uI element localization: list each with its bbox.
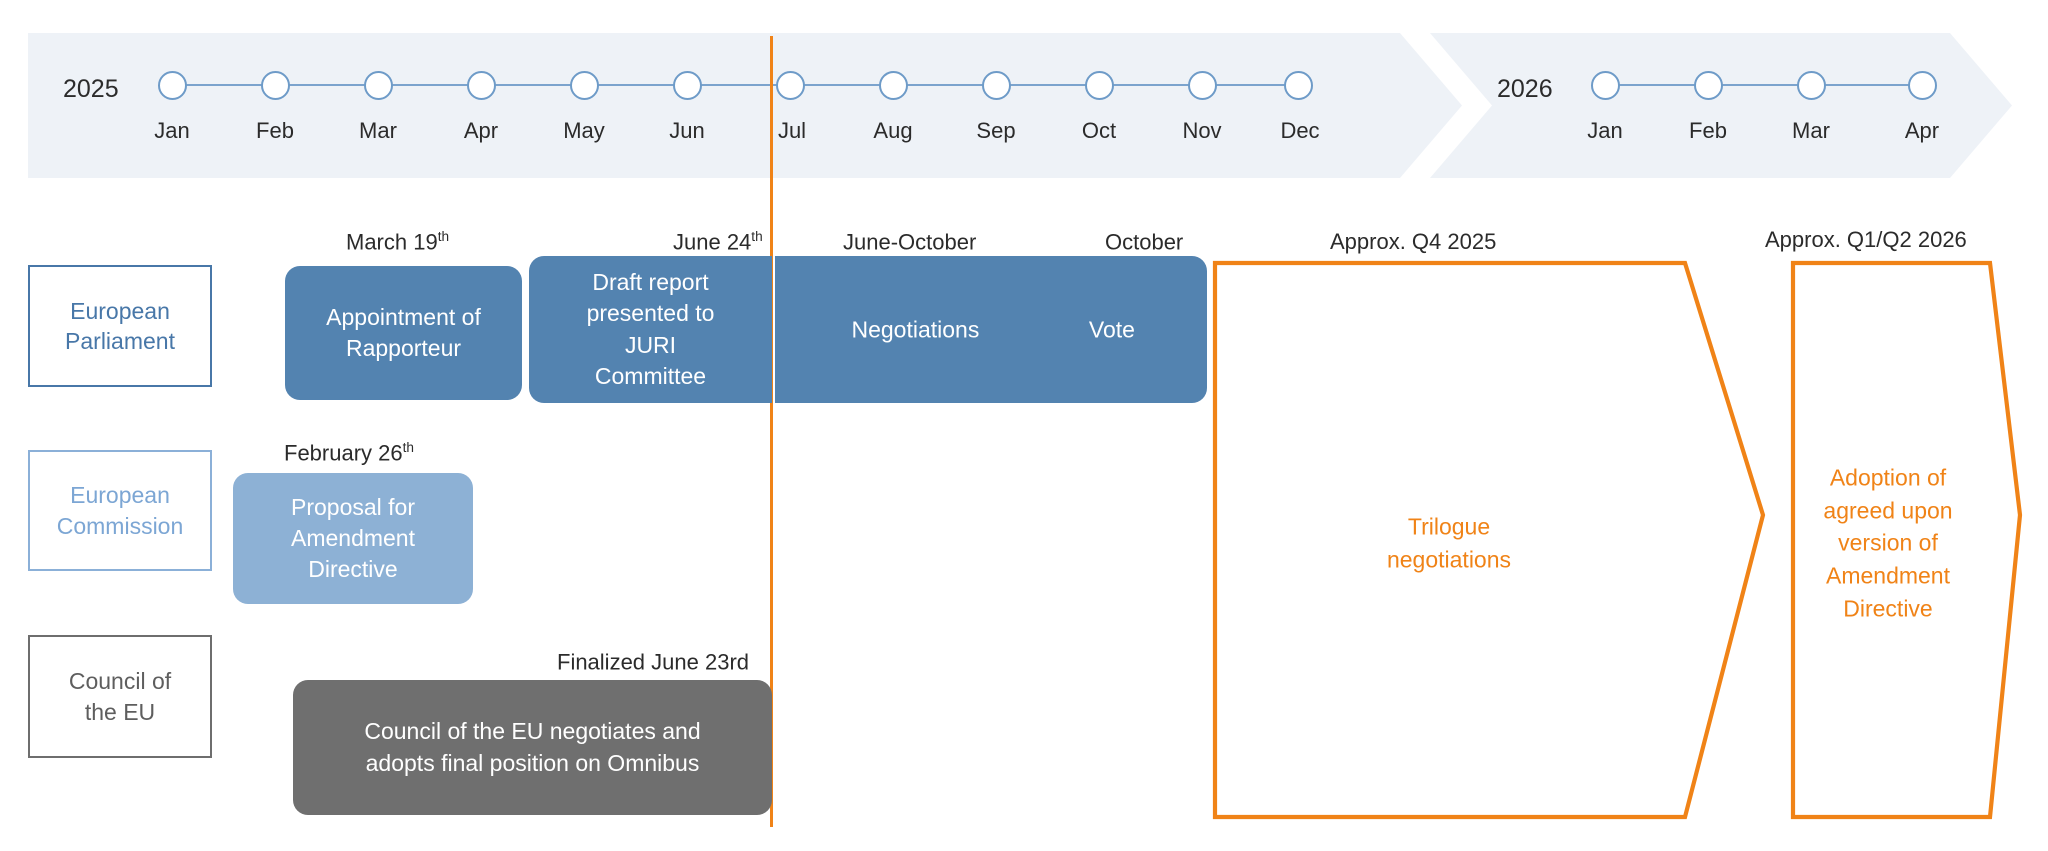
bar-appointment-of-rapporteur[interactable]: Appointment of Rapporteur: [285, 266, 522, 400]
month-dot-jan-2025[interactable]: [158, 71, 187, 100]
month-label-jan-2025: Jan: [154, 118, 190, 143]
month-connector-2026: [1605, 84, 1922, 87]
caption-text: June-October: [843, 229, 977, 255]
month-dot-apr-2026[interactable]: [1908, 71, 1937, 100]
month-label-apr-2026: Apr: [1904, 118, 1940, 143]
role-label-council-of-the-eu: Council of the EU: [68, 668, 172, 725]
month-dot-feb-2025[interactable]: [261, 71, 290, 100]
month-dot-nov-2025[interactable]: [1188, 71, 1217, 100]
current-date-marker-line: [770, 36, 774, 827]
month-dot-apr-2025[interactable]: [467, 71, 496, 100]
month-label-mar-2026: Mar: [1792, 118, 1830, 143]
month-dot-mar-2026[interactable]: [1797, 71, 1826, 100]
month-label-jul-2025: Jul: [777, 118, 807, 143]
month-dot-jan-2026[interactable]: [1591, 71, 1620, 100]
month-label-jun-2025: Jun: [669, 118, 705, 143]
bar-label-negotiations: Negotiations: [851, 315, 980, 342]
month-label-oct-2025: Oct: [1081, 118, 1117, 143]
month-label-may-2025: May: [563, 118, 605, 143]
bar-council-final-position[interactable]: Council of the EU negotiates and adopts …: [293, 680, 772, 815]
month-label-dec-2025: Dec: [1280, 118, 1320, 143]
phase-label-adoption-amendment-directive: Adoption of agreed upon version of Amend…: [1823, 464, 1953, 621]
role-box-european-parliament: European Parliament: [28, 265, 212, 387]
month-label-apr-2025: Apr: [463, 118, 499, 143]
caption-negotiations: June-October: [843, 229, 976, 255]
role-label-european-parliament: European Parliament: [65, 297, 175, 354]
year-label-2026: 2026: [1497, 75, 1553, 103]
caption-adoption-amendment-directive: Approx. Q1/Q2 2026: [1765, 227, 1967, 253]
month-connector-2025: [172, 84, 1298, 87]
caption-ordinal-suffix: th: [437, 229, 450, 244]
caption-vote: October: [1105, 229, 1183, 255]
caption-proposal-amendment-directive: February 26th: [284, 440, 414, 466]
caption-council-final-position: Finalized June 23rd: [557, 649, 749, 675]
bar-negotiations-and-vote[interactable]: Negotiations Vote: [775, 256, 1207, 403]
month-label-feb-2025: Feb: [256, 118, 294, 143]
month-dot-jul-2025[interactable]: [776, 71, 805, 100]
month-label-nov-2025: Nov: [1182, 118, 1222, 143]
caption-ordinal-suffix: th: [751, 229, 763, 244]
month-dot-feb-2026[interactable]: [1694, 71, 1723, 100]
caption-text: Approx. Q1/Q2 2026: [1765, 227, 1967, 252]
bar-draft-report-juri[interactable]: Draft report presented to JURI Committee: [529, 256, 772, 403]
month-dot-mar-2025[interactable]: [364, 71, 393, 100]
role-label-european-commission: European Commission: [56, 482, 184, 539]
month-dot-may-2025[interactable]: [570, 71, 599, 100]
month-label-feb-2026: Feb: [1689, 118, 1727, 143]
caption-ordinal-suffix: th: [402, 440, 414, 455]
caption-text: February 26: [284, 440, 403, 466]
month-label-aug-2025: Aug: [873, 118, 913, 143]
bar-label-vote: Vote: [1088, 315, 1135, 342]
caption-appointment-of-rapporteur: March 19th: [346, 229, 449, 255]
bar-label: Appointment of Rapporteur: [326, 303, 481, 361]
bar-proposal-amendment-directive[interactable]: Proposal for Amendment Directive: [233, 473, 473, 604]
bar-label: Draft report presented to JURI Committee: [586, 269, 715, 389]
month-dot-oct-2025[interactable]: [1085, 71, 1114, 100]
month-label-jan-2026: Jan: [1587, 118, 1623, 143]
role-box-council-of-the-eu: Council of the EU: [28, 635, 212, 758]
caption-text: Approx. Q4 2025: [1330, 229, 1497, 254]
caption-text: June 24: [673, 229, 752, 255]
role-box-european-commission: European Commission: [28, 450, 212, 571]
bar-label: Council of the EU negotiates and adopts …: [364, 718, 701, 776]
caption-trilogue-negotiations: Approx. Q4 2025: [1330, 229, 1496, 255]
month-label-mar-2025: Mar: [359, 118, 397, 143]
month-dot-sep-2025[interactable]: [982, 71, 1011, 100]
month-dot-aug-2025[interactable]: [879, 71, 908, 100]
phase-label-trilogue-negotiations: Trilogue negotiations: [1386, 513, 1512, 572]
year-label-2025: 2025: [63, 75, 119, 103]
phase-arrow-shapes: [1212, 260, 2023, 820]
month-dot-jun-2025[interactable]: [673, 71, 702, 100]
month-label-sep-2025: Sep: [976, 118, 1016, 143]
month-dot-dec-2025[interactable]: [1284, 71, 1313, 100]
caption-text: Finalized June 23rd: [557, 649, 750, 675]
caption-draft-report-juri: June 24th: [673, 229, 763, 255]
bar-label: Proposal for Amendment Directive: [290, 493, 415, 583]
caption-text: October: [1105, 229, 1184, 255]
caption-text: March 19: [346, 229, 438, 255]
